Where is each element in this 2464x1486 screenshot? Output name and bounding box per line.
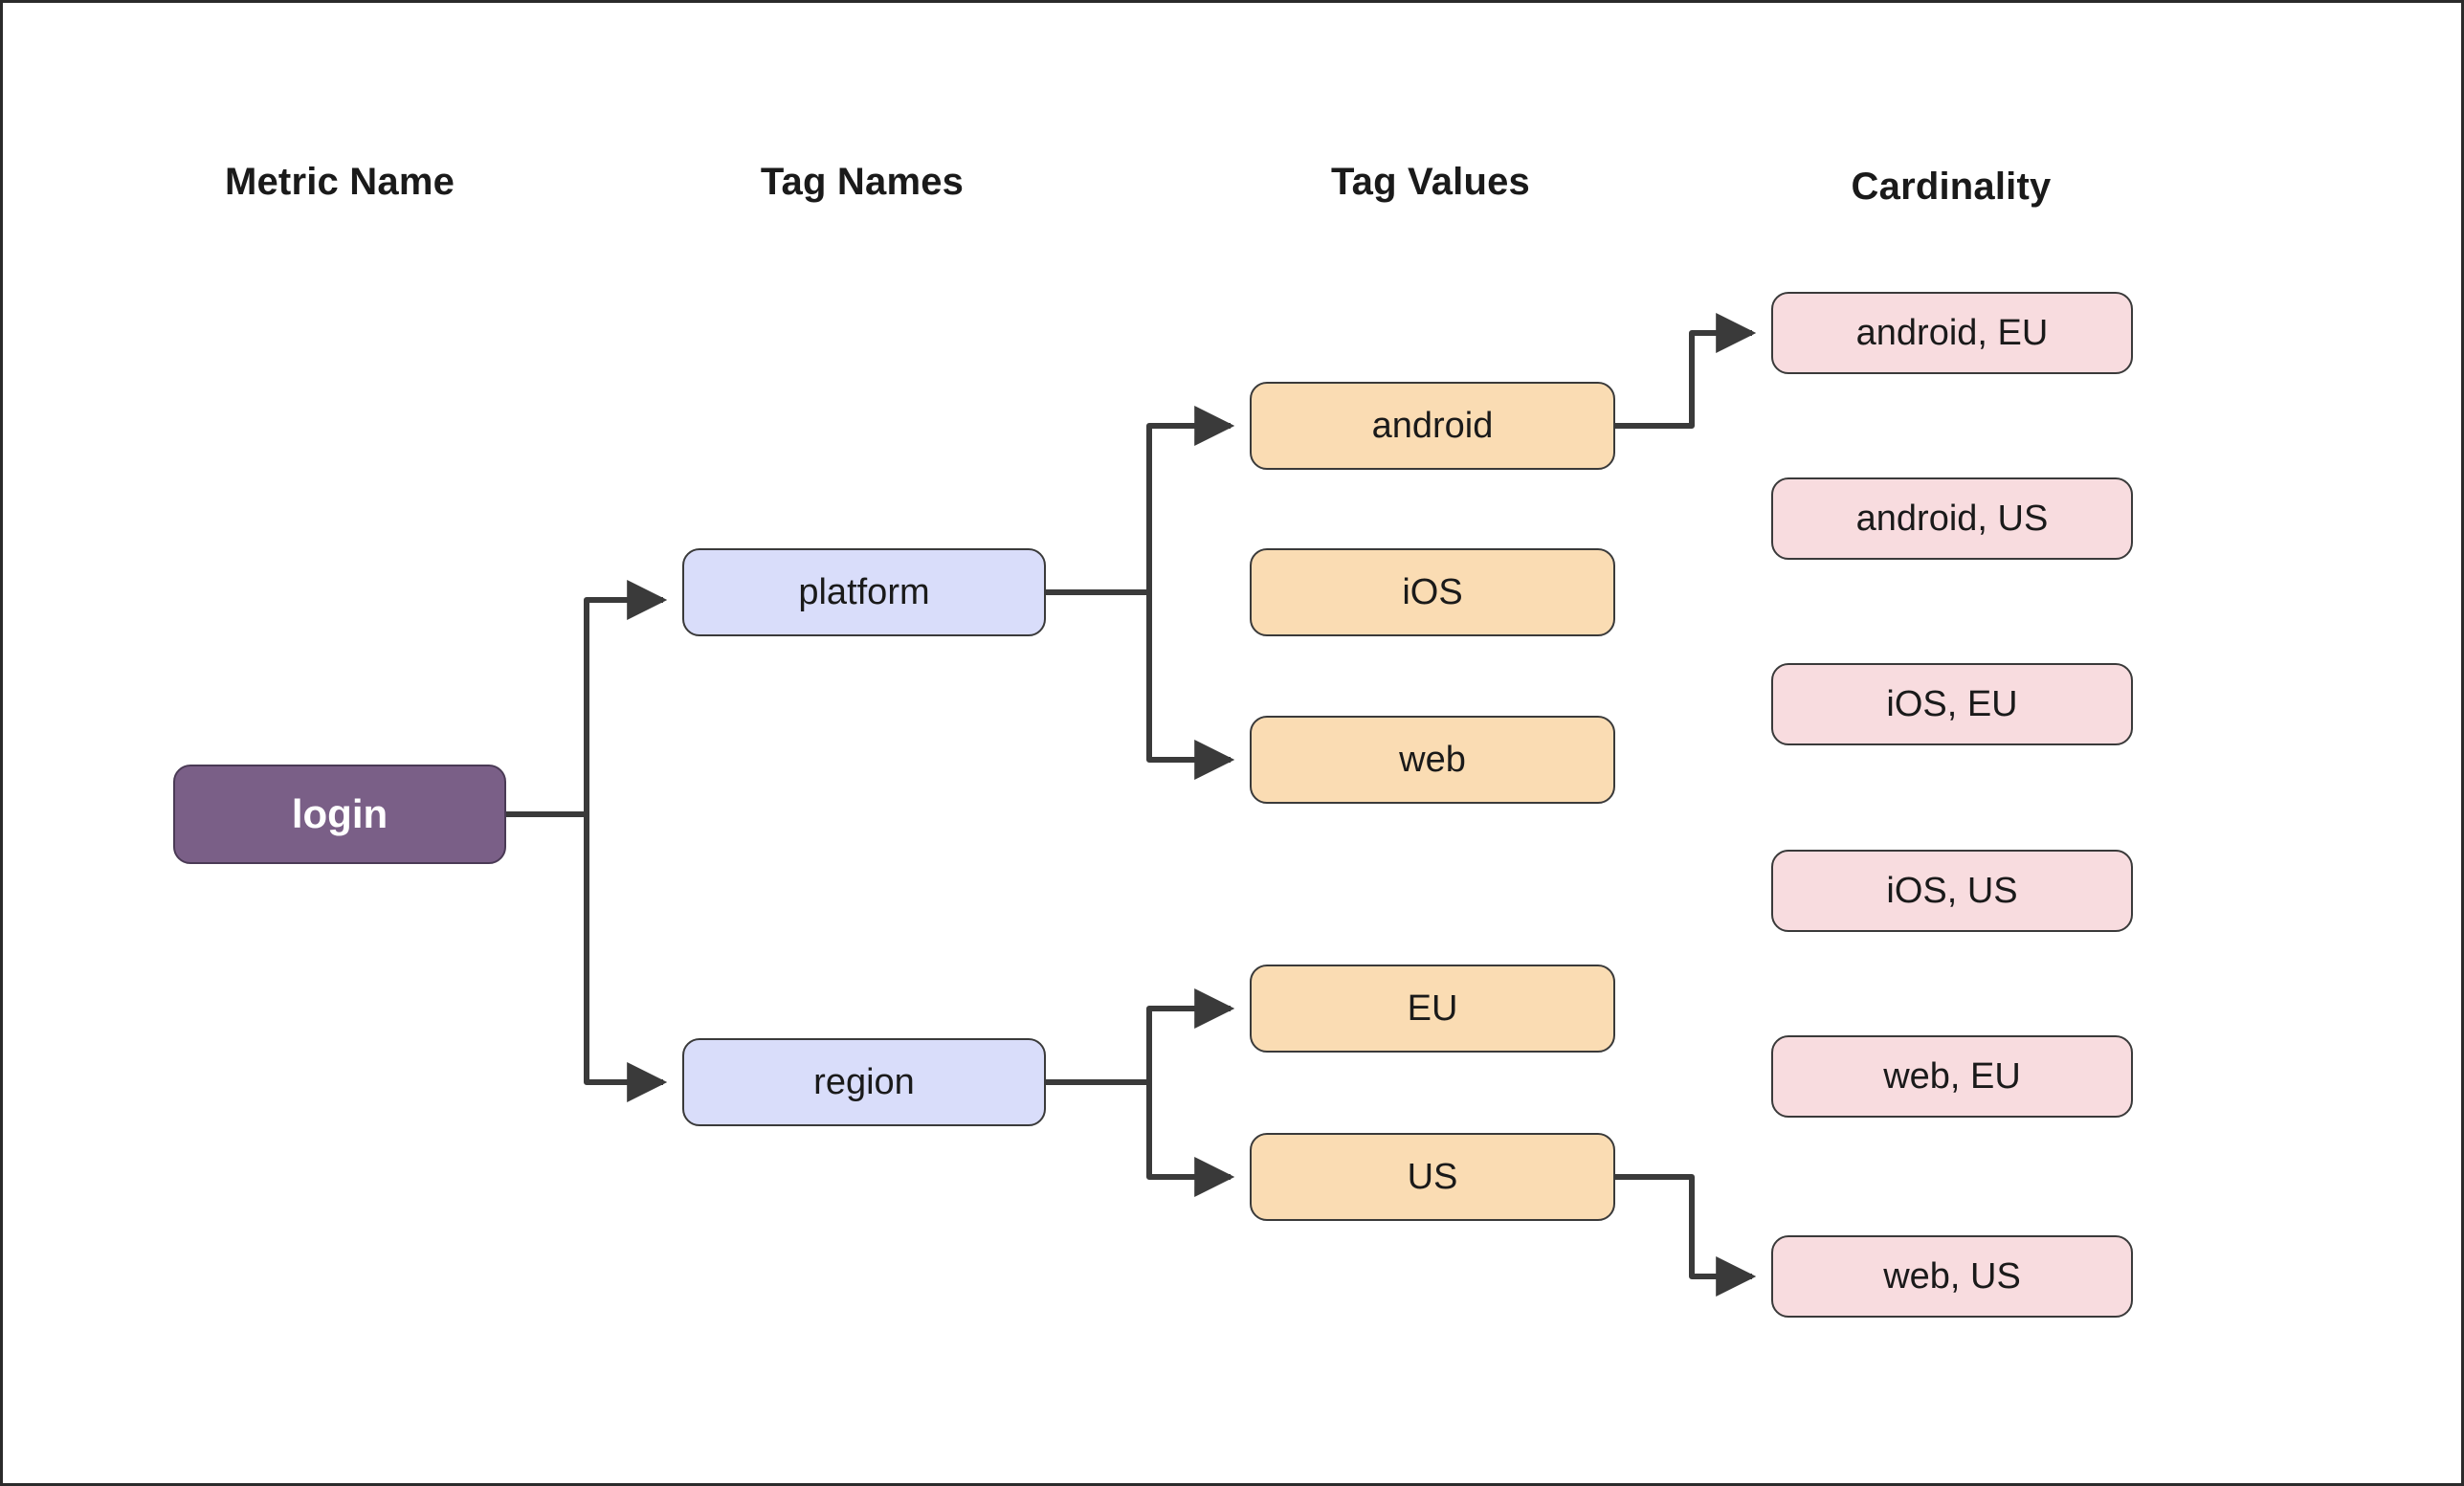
node-cardinality-ios-eu[interactable]: iOS, EU bbox=[1771, 663, 2133, 745]
edge-platform-android bbox=[1046, 406, 1235, 595]
column-header-cardinality: Cardinality bbox=[1851, 166, 2052, 208]
edge-region-eu bbox=[1046, 988, 1235, 1085]
node-cardinality-web-us[interactable]: web, US bbox=[1771, 1235, 2133, 1318]
edge-platform-web bbox=[1046, 589, 1235, 780]
node-tagvalue-eu[interactable]: EU bbox=[1250, 965, 1615, 1053]
node-tagvalue-android[interactable]: android bbox=[1250, 382, 1615, 470]
node-tagvalue-ios[interactable]: iOS bbox=[1250, 548, 1615, 636]
node-tagvalue-web[interactable]: web bbox=[1250, 716, 1615, 804]
column-header-tag-values: Tag Values bbox=[1330, 161, 1531, 203]
node-tagname-platform[interactable]: platform bbox=[682, 548, 1046, 636]
node-cardinality-web-eu[interactable]: web, EU bbox=[1771, 1035, 2133, 1118]
node-cardinality-android-us[interactable]: android, US bbox=[1771, 477, 2133, 560]
edge-region-us bbox=[1046, 1079, 1235, 1197]
column-header-metric-name: Metric Name bbox=[224, 161, 455, 203]
edge-us-web-us bbox=[1615, 1174, 1757, 1297]
node-tagvalue-us[interactable]: US bbox=[1250, 1133, 1615, 1221]
column-header-tag-names: Tag Names bbox=[760, 161, 965, 203]
edge-login-platform bbox=[506, 580, 668, 817]
node-metric-login[interactable]: login bbox=[173, 765, 506, 864]
node-tagname-region[interactable]: region bbox=[682, 1038, 1046, 1126]
edge-login-region bbox=[506, 811, 668, 1102]
edge-android-android-eu bbox=[1615, 313, 1757, 429]
node-cardinality-ios-us[interactable]: iOS, US bbox=[1771, 850, 2133, 932]
node-cardinality-android-eu[interactable]: android, EU bbox=[1771, 292, 2133, 374]
